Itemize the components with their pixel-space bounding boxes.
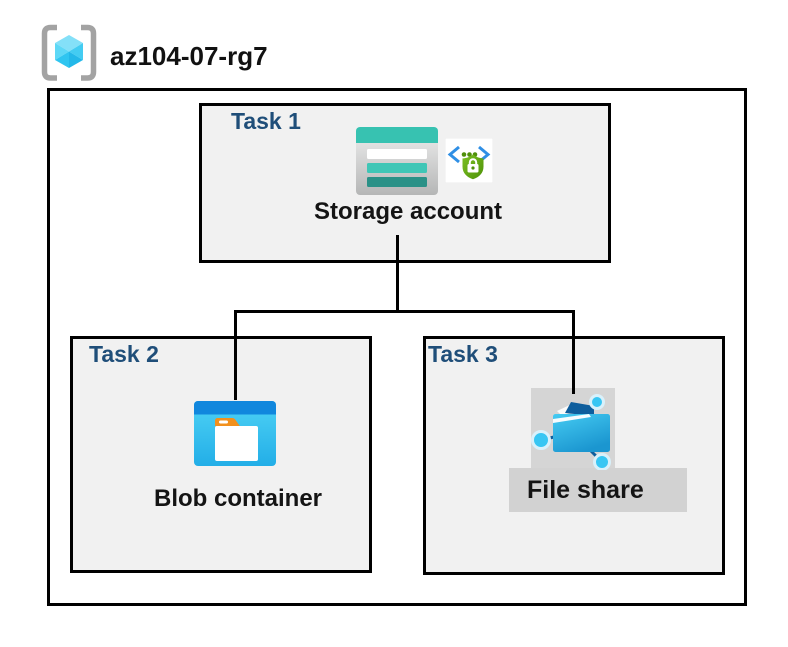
blob-container-icon: [194, 401, 276, 466]
storage-account-label: Storage account: [313, 198, 503, 225]
storage-account-icon: [356, 127, 438, 195]
task3-label: Task 3: [428, 341, 498, 367]
connector-to-blob-container: [234, 310, 237, 400]
file-share-icon: [531, 394, 611, 470]
task2-label: Task 2: [89, 341, 159, 367]
connector-storage-stem: [396, 235, 399, 311]
connector-to-file-share: [572, 310, 575, 394]
file-share-label: File share: [527, 475, 644, 504]
connector-horizontal: [234, 310, 575, 313]
file-share-label-background: File share: [509, 468, 687, 512]
resource-group-name: az104-07-rg7: [110, 41, 268, 71]
task1-label: Task 1: [231, 108, 301, 134]
resource-group-icon: [41, 24, 97, 81]
endpoint-security-icon: [445, 138, 493, 183]
blob-container-label: Blob container: [153, 485, 323, 512]
